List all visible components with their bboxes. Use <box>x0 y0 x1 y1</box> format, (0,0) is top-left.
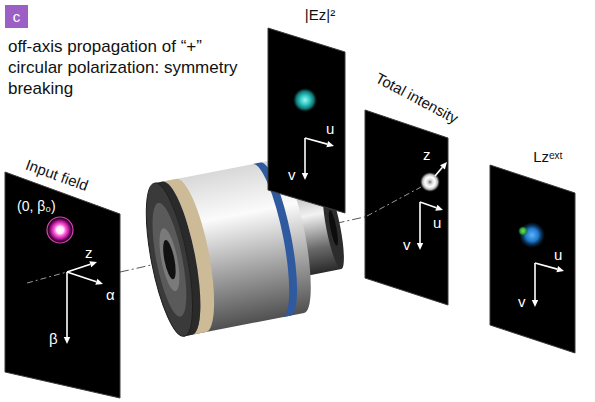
axis-label: v <box>288 166 296 183</box>
panel-heading: |Ez|² <box>305 6 335 23</box>
panel-shape <box>365 110 448 305</box>
total-intensity-panel: Total intensityzuv <box>365 110 448 305</box>
axis-label: β <box>49 330 58 347</box>
input-field-panel: Input field(0, β₀)zαβ <box>5 172 120 398</box>
panel-letter: c <box>13 8 21 25</box>
coordinate-label: (0, β₀) <box>17 198 56 214</box>
axis-label: u <box>554 246 562 263</box>
axis-label: v <box>518 293 526 310</box>
panel-heading: Lzᵉˣᵗ <box>533 148 563 165</box>
figure-title: off-axis propagation of “+” circular pol… <box>8 36 240 99</box>
axis-label: z <box>423 146 431 163</box>
axis-label: u <box>326 120 334 137</box>
axis-label: z <box>85 244 93 261</box>
axis-label: v <box>403 236 411 253</box>
panel-letter-box: c <box>5 5 28 28</box>
field-z-panel: |Ez|²uv <box>268 28 345 213</box>
angular-momentum-panel: Lzᵉˣᵗuv <box>490 165 575 353</box>
axis-label: α <box>106 286 115 303</box>
axis-label: u <box>433 214 441 231</box>
